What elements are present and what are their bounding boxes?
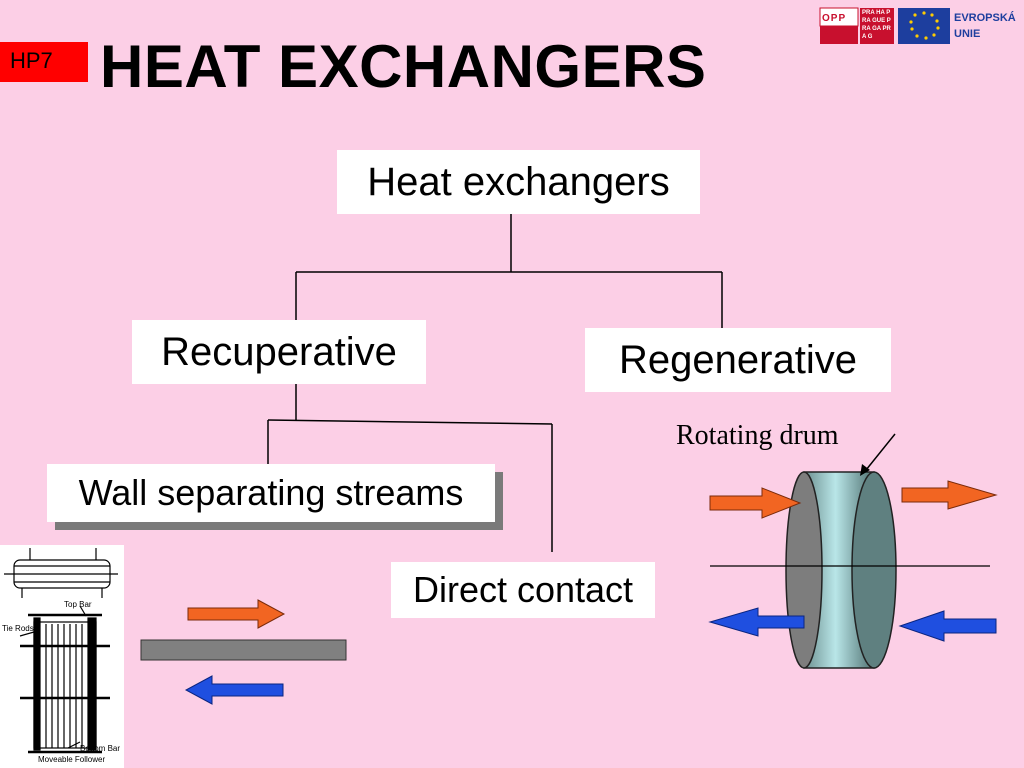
node-wall-separating-streams: Wall separating streams — [47, 464, 495, 522]
separating-wall — [140, 639, 347, 661]
rotating-drum-label: Rotating drum — [676, 420, 839, 451]
logo-opp-text: OPP A — [822, 13, 846, 41]
drum-cold-out-arrow — [708, 607, 805, 637]
logo-praha-text: PRA HA PRA GUE PRA GA PRA G — [862, 10, 891, 40]
heat-exchanger-drawing — [0, 545, 124, 768]
drawing-label-bottom-bar: Bottom Bar — [80, 744, 121, 753]
node-regenerative: Regenerative — [585, 328, 891, 392]
logo-evropska: EVROPSKÁ — [954, 12, 1016, 24]
drum-label-pointer — [865, 433, 896, 471]
opp-praha-eu-logo — [819, 7, 950, 44]
node-recuperative: Recuperative — [132, 320, 426, 384]
cold-stream-arrow — [184, 675, 284, 705]
drum-cold-in-arrow — [898, 610, 997, 642]
node-heat-exchangers: Heat exchangers — [337, 150, 700, 214]
drum-hot-in-arrow — [709, 487, 802, 519]
slide-title: HEAT EXCHANGERS — [100, 33, 707, 100]
rotating-drum — [710, 471, 990, 669]
drawing-label-moveable-follower: Moveable Follower — [38, 755, 106, 764]
tree-connectors — [267, 214, 723, 552]
drum-hot-out-arrow — [901, 480, 998, 510]
hot-stream-arrow — [187, 599, 286, 629]
drawing-label-top-bar: Top Bar — [64, 600, 92, 609]
node-direct-contact: Direct contact — [391, 562, 655, 618]
logo-unie: UNIE — [954, 28, 981, 40]
drawing-label-tie-rods: Tie Rods — [2, 624, 34, 633]
slide-number-badge: HP7 — [0, 42, 88, 82]
